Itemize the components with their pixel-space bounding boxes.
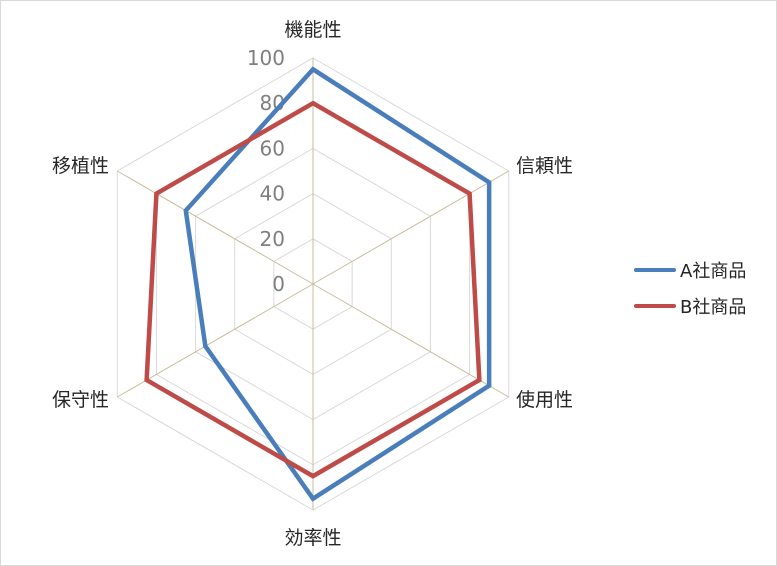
legend-item-a: A社商品 [634,252,746,288]
radar-spokes [117,58,509,510]
category-label: 移植性 [52,155,109,177]
tick-label: 40 [260,182,285,206]
category-label: 保守性 [52,389,109,411]
spoke-line [117,170,314,285]
category-label: 機能性 [284,19,341,41]
legend-line-icon [634,268,676,272]
tick-label: 100 [247,46,285,70]
data-series [144,66,492,502]
legend-item-b: B社商品 [634,288,746,324]
spoke-line [117,283,314,398]
tick-label: 0 [272,272,285,296]
tick-label: 60 [260,136,285,160]
spoke-line [312,170,509,285]
category-label: 信頼性 [516,155,573,177]
legend-line-icon [634,304,676,308]
category-label: 使用性 [516,389,573,411]
legend: A社商品 B社商品 [634,252,746,324]
series-line [183,66,492,502]
legend-label: B社商品 [680,297,747,318]
tick-label: 20 [260,227,285,251]
series-line [144,100,482,479]
legend-label: A社商品 [680,261,747,282]
spoke-line [312,283,509,398]
category-label: 効率性 [284,527,341,549]
